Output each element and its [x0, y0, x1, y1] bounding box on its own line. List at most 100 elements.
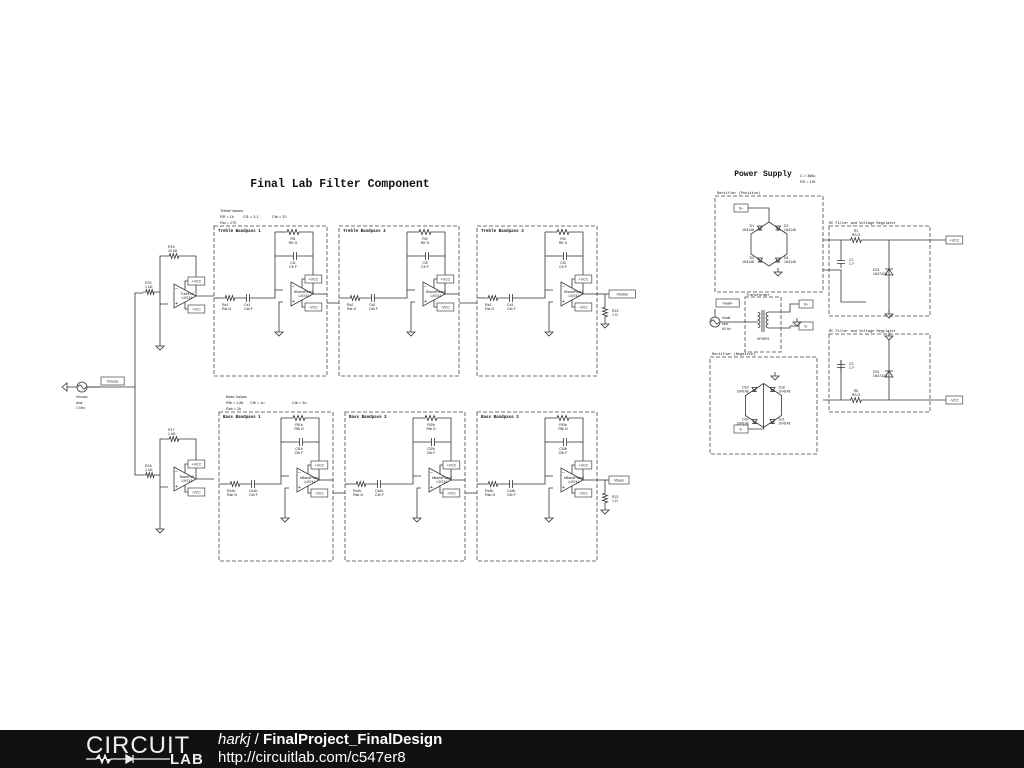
- treble-bp2-ground-icon: [406, 328, 416, 337]
- bass-bp1-cs-capacitor: [247, 480, 259, 488]
- opamp-model: LM741: [182, 479, 193, 483]
- treble-bp3-rs-resistor: [485, 294, 501, 302]
- treble-bp2-cf-name: Cf2: [422, 261, 428, 265]
- author-link[interactable]: harkj: [218, 731, 251, 748]
- vcc-pos-tag: [187, 276, 206, 286]
- wall-source-icon: [709, 316, 721, 328]
- treble-output-tag: [608, 289, 636, 299]
- bass-bp3-rf-name: Rf3b: [559, 423, 567, 427]
- vcc-neg-tag: [187, 304, 206, 314]
- treble-bp3-rf-resistor: [553, 228, 573, 236]
- vcc-pos-tag: [442, 460, 461, 470]
- treble-bp3-cf-name: Cf3: [560, 261, 566, 265]
- treble-bp2-rf-resistor: [415, 228, 435, 236]
- treble-bp1-section-box: [213, 225, 328, 377]
- treble-rin-name: R20: [145, 281, 152, 285]
- rc-filter-neg-ground-icon: [884, 332, 894, 341]
- wire: [573, 231, 584, 294]
- rectifier-pos-tag: [733, 203, 749, 213]
- logo-text-lab: LAB: [170, 751, 204, 768]
- bass-bp2-cs-name: Cs2b: [375, 489, 383, 493]
- rectifier-pos-diode-name: D1: [750, 224, 754, 228]
- rc-filter-pos-c-name: C1: [849, 258, 853, 262]
- treble-output-tag-label: Vtreble: [617, 293, 628, 297]
- rectifier-pos-bridge: [750, 221, 788, 267]
- bass-feedback-resistor: [166, 435, 182, 443]
- bass-bp2-rf-name: Rf2b: [427, 423, 435, 427]
- bass-bp2-rf-resistor: [421, 414, 441, 422]
- wire: [416, 487, 421, 514]
- opamp-plus: +: [562, 485, 565, 491]
- circuitlab-logo[interactable]: CIRCUIT LAB: [42, 730, 203, 768]
- vcc-pos-tag-label: +VCC: [447, 464, 457, 468]
- rectifier-neg-diode-icon: [751, 387, 758, 393]
- treble-bp2-opamp: [422, 281, 446, 307]
- bass-bp3-cf-name: Cf3b: [559, 447, 567, 451]
- bass-bp2-ground-icon: [412, 514, 422, 523]
- rectifier-pos-diode-model: 1N4148: [742, 260, 754, 264]
- treble-bp3-ground-icon: [544, 328, 554, 337]
- rc-filter-pos-z-model: 1N4742A: [873, 272, 888, 276]
- rc-filter-neg-title: RC Filter and Voltage Regulator: [829, 329, 896, 334]
- rectifier-neg-diode-icon: [769, 419, 776, 425]
- opamp-name: tBandPass1: [294, 290, 313, 294]
- bass-input-resistor: [143, 471, 157, 479]
- rectifier-neg-diode-icon: [769, 387, 776, 393]
- wire: [379, 289, 415, 299]
- rc-filter-neg-resistor: [847, 396, 865, 404]
- bass-bp2-cf-capacitor: [427, 438, 439, 446]
- treble-bp2-cs-value: Ctb F: [369, 307, 379, 311]
- transformer-title: Transformer: [746, 293, 770, 298]
- vcc-neg-tag-label: -VCC: [192, 491, 201, 495]
- bass-bp1-ground-icon: [280, 514, 290, 523]
- wire: [254, 289, 283, 299]
- project-url[interactable]: http://circuitlab.com/c547er8: [218, 749, 406, 766]
- opamp-vee-wire: [301, 300, 305, 308]
- vcc-neg-tag-label: -VCC: [447, 492, 456, 496]
- wire: [278, 301, 283, 328]
- opamp-model: LM741: [569, 294, 580, 298]
- rc-filter-neg-c-name: C3: [849, 362, 853, 366]
- treble-bp1-cs-value: Ctb F: [244, 307, 254, 311]
- opamp-minus: −: [430, 470, 433, 476]
- sine-wave-icon: [77, 384, 87, 390]
- transformer-box: [744, 296, 782, 353]
- power-supply-title: Power Supply: [734, 170, 792, 179]
- wire: [435, 231, 446, 294]
- bass-load-resistor: [601, 490, 609, 506]
- bass-bp3-ground-icon: [544, 514, 554, 523]
- treble-bp1-ground-icon: [274, 328, 284, 337]
- footer-bar: CIRCUIT LAB harkj / FinalProject_FinalDe…: [0, 730, 1024, 768]
- bass-bp1-opamp: [296, 467, 320, 493]
- vmusic-tag-label: Vmusic: [107, 380, 119, 384]
- wire: [410, 301, 415, 328]
- rc-filter-neg-capacitor: [837, 360, 845, 372]
- opamp-vee-wire: [439, 486, 443, 494]
- rectifier-neg-diode-name: D21: [779, 418, 785, 422]
- rectifier-pos-diode-icon: [756, 257, 764, 263]
- bass-rfb-value: 1 kΩ: [168, 432, 176, 436]
- opamp-vcc-wire: [301, 278, 305, 288]
- treble-bp1-cf-capacitor: [289, 252, 301, 260]
- treble-ground-icon: [155, 342, 165, 351]
- wire: [517, 289, 553, 299]
- treble-value: Rst = 270: [220, 221, 236, 225]
- rc-filter-pos-tag-label: +VCC: [950, 239, 960, 243]
- bass-output-tag-label: Vbass: [614, 479, 624, 483]
- bass-follower-opamp: [173, 466, 197, 492]
- rectifier-pos-diode-model: 1N4148: [784, 260, 796, 264]
- rectifier-neg-diode-name: D19: [742, 386, 748, 390]
- bass-output-tag: [608, 475, 630, 485]
- rc-filter-neg-tag-label: -VCC: [950, 399, 959, 403]
- xfmr-s-pos-tag: [798, 299, 814, 309]
- treble-bp3-rs-value: Rst Ω: [485, 307, 494, 311]
- wire: [573, 417, 584, 480]
- bass-bp2-rs-value: Rsb Ω: [353, 493, 363, 497]
- bass-bp2-cs-capacitor: [373, 480, 385, 488]
- project-title[interactable]: FinalProject_FinalDesign: [263, 731, 443, 748]
- wire: [548, 487, 553, 514]
- rectifier-neg-diode-model: 1N4148: [737, 390, 749, 394]
- xfmr-s-neg-tag-label: S-: [804, 325, 808, 329]
- rc-filter-pos-ground-icon: [884, 310, 894, 319]
- power-param-c: C = 368u: [800, 174, 816, 178]
